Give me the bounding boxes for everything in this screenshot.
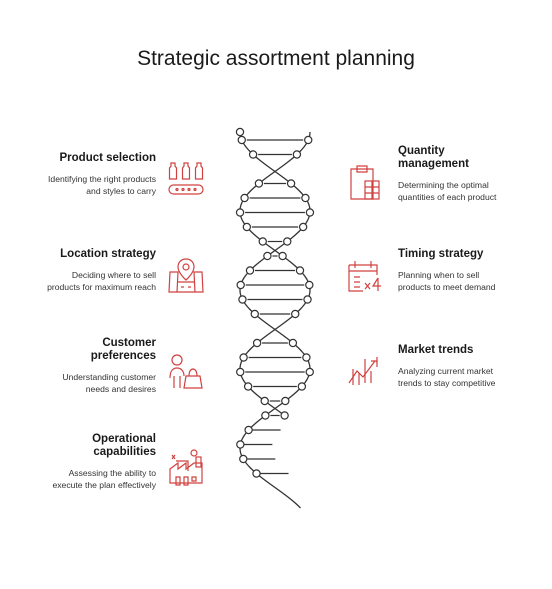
trend-arrows-icon (345, 351, 385, 391)
item-description: Assessing the ability to execute the pla… (52, 468, 156, 490)
item-customer-preferences: Customer preferences Understanding custo… (44, 337, 156, 395)
helix-node (286, 179, 296, 188)
helix-node (304, 135, 313, 145)
item-title: Product selection (59, 152, 157, 164)
helix-node (297, 382, 307, 391)
helix-node (250, 309, 259, 319)
helix-node (292, 150, 302, 159)
helix-node (291, 309, 300, 319)
item-location-strategy: Location strategy Deciding where to sell… (44, 248, 156, 293)
helix-node (258, 237, 267, 246)
helix-node (235, 127, 245, 137)
helix-node (263, 251, 272, 261)
helix-node (288, 338, 298, 348)
item-description: Understanding customer needs and desires (62, 372, 156, 394)
helix-node (305, 280, 314, 290)
item-market-trends: Market trends Analyzing current market t… (398, 344, 510, 389)
helix-node (261, 411, 270, 420)
item-title: Customer preferences (90, 337, 156, 362)
helix-node (236, 280, 245, 290)
item-operational-capabilities: Operational capabilities Assessing the a… (44, 433, 156, 491)
helix-node (301, 193, 310, 203)
helix-node (305, 208, 315, 217)
helix-node (245, 266, 255, 275)
helix-node (242, 222, 252, 232)
helix-node (240, 193, 249, 203)
helix-node (298, 222, 308, 232)
helix-node (235, 208, 245, 217)
person-shopping-bag-icon (166, 352, 206, 392)
helix-node (252, 469, 261, 478)
helix-node (303, 295, 312, 304)
item-product-selection: Product selection Identifying the right … (44, 152, 156, 197)
helix-strand-a (239, 131, 311, 509)
item-title: Timing strategy (398, 248, 484, 260)
item-title: Market trends (398, 344, 474, 356)
helix-node (236, 367, 245, 377)
diagram-title: Strategic assortment planning (137, 47, 415, 70)
item-description: Analyzing current market trends to stay … (398, 366, 496, 388)
helix-node (239, 454, 248, 464)
item-title: Quantity management (398, 145, 469, 170)
helix-node (236, 440, 245, 449)
helix-node (238, 295, 247, 304)
helix-node (244, 425, 253, 435)
item-timing-strategy: Timing strategy Planning when to sell pr… (398, 248, 510, 293)
item-description: Determining the optimal quantities of ea… (398, 180, 497, 202)
helix-node (254, 179, 264, 188)
item-title: Operational capabilities (92, 433, 156, 458)
helix-node (252, 338, 262, 348)
item-description: Planning when to sell products to meet d… (398, 270, 496, 292)
helix-node (295, 266, 305, 275)
helix-node (243, 382, 253, 391)
item-description: Identifying the right products and style… (48, 174, 156, 196)
helix-node (305, 367, 314, 377)
bottles-conveyor-icon (166, 160, 206, 198)
clipboard-calculator-icon (345, 163, 385, 203)
helix-node (248, 150, 258, 159)
helix-node (278, 251, 287, 261)
helix-node (302, 353, 311, 362)
item-description: Deciding where to sell products for maxi… (47, 270, 156, 292)
helix-node (281, 396, 290, 406)
helix-node (280, 411, 289, 420)
helix-node (260, 396, 269, 406)
calendar-times-four-icon (345, 258, 385, 298)
helix-node (239, 353, 248, 362)
item-title: Location strategy (60, 248, 156, 260)
helix-node (237, 135, 246, 145)
factory-icon (166, 447, 206, 487)
helix-node (283, 237, 292, 246)
map-pin-icon (166, 256, 206, 296)
item-quantity-management: Quantity management Determining the opti… (398, 145, 510, 203)
